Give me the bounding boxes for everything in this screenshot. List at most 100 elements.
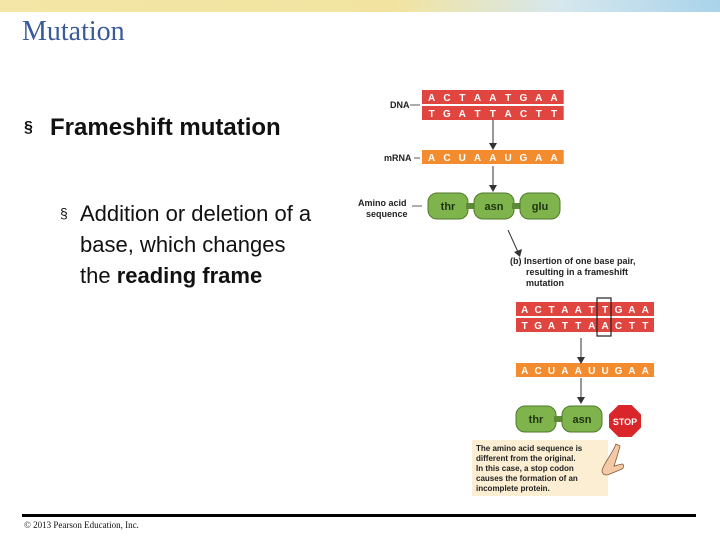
original-amino-label: asn	[485, 201, 504, 213]
original-amino-bead	[519, 192, 561, 220]
arrow-mut-mrna-to-protein-head	[577, 397, 585, 404]
bullet-marker: §	[24, 119, 33, 136]
pointing-hand-icon	[601, 443, 624, 476]
mutated-dna-bottom-base: T	[629, 321, 635, 332]
mutated-dna-bottom-band	[516, 318, 654, 332]
original-dna-bottom-base: A	[459, 109, 466, 120]
original-mrna-band	[422, 150, 564, 164]
mutated-mrna-base: U	[588, 366, 595, 377]
stop-sign-icon	[607, 403, 643, 439]
footer-copyright: © 2013 Pearson Education, Inc.	[24, 520, 139, 530]
original-dna-bottom-base: T	[551, 109, 557, 120]
original-mrna-base: G	[520, 153, 528, 164]
mutated-dna-bottom-base: T	[575, 321, 581, 332]
mutated-dna-top-base: A	[575, 305, 582, 316]
label-amino-2: sequence	[366, 209, 408, 219]
mutated-amino-label: asn	[573, 414, 592, 426]
stop-sign-text: STOP	[613, 417, 637, 427]
original-mrna-base: U	[505, 153, 512, 164]
insertion-label-1: (b) Insertion of one base pair,	[510, 256, 636, 266]
sub-bullet-marker: §	[60, 205, 68, 221]
original-dna-top-base: T	[505, 93, 511, 104]
label-amino-1: Amino acid	[358, 198, 407, 208]
footer-divider	[22, 514, 696, 517]
original-dna-top-base: A	[428, 93, 435, 104]
mutated-dna-top-base: T	[602, 305, 608, 316]
original-dna-bottom-base: T	[536, 109, 542, 120]
mutated-mrna-band	[516, 363, 654, 377]
mutated-mrna-base: A	[628, 366, 635, 377]
mutated-dna-bottom-base: A	[548, 321, 555, 332]
inserted-base-pair-box	[596, 297, 612, 337]
original-mrna-base: A	[428, 153, 435, 164]
original-mrna-base: A	[535, 153, 542, 164]
original-dna-bottom-base: A	[505, 109, 512, 120]
mutated-dna-top-base: T	[589, 305, 595, 316]
slide-title: Mutation	[22, 16, 125, 47]
original-dna-top-base: A	[474, 93, 481, 104]
bullet-frameshift: § Frameshift mutation	[24, 112, 324, 143]
mutated-mrna-base: C	[534, 366, 541, 377]
mutated-mrna-base: A	[521, 366, 528, 377]
insertion-label-3: mutation	[526, 278, 564, 288]
mutated-dna-bottom-base: G	[534, 321, 542, 332]
mutated-mrna-base: U	[601, 366, 608, 377]
original-dna-bottom-base: T	[490, 109, 496, 120]
mutated-mrna-base: G	[615, 366, 623, 377]
arrow-mrna-to-protein-head	[489, 185, 497, 192]
original-dna-bottom-base: T	[429, 109, 435, 120]
mutated-dna-top-base: A	[628, 305, 635, 316]
note-box	[472, 440, 608, 496]
bullet-definition-text: Addition or deletion of a base, which ch…	[60, 198, 320, 291]
note-line-3: In this case, a stop codon	[476, 464, 574, 473]
original-dna-top-base: A	[550, 93, 557, 104]
original-dna-top-band	[422, 90, 564, 104]
original-dna-bottom-base: C	[520, 109, 527, 120]
original-amino-label: glu	[532, 201, 549, 213]
arrow-to-insertion-head	[514, 249, 522, 257]
mutated-dna-top-base: T	[548, 305, 554, 316]
original-amino-bond	[466, 203, 476, 209]
mutated-dna-bottom-base: A	[588, 321, 595, 332]
original-dna-top-base: A	[535, 93, 542, 104]
original-amino-bond	[512, 203, 522, 209]
original-dna-top-base: T	[459, 93, 465, 104]
note-line-4: causes the formation of an	[476, 474, 578, 483]
mutated-dna-top-base: A	[521, 305, 528, 316]
definition-bold: reading frame	[116, 263, 263, 288]
original-dna-bottom-base: G	[443, 109, 451, 120]
mutated-dna-bottom-base: A	[601, 321, 608, 332]
top-gradient-bar	[0, 0, 720, 12]
original-dna-top-base: A	[489, 93, 496, 104]
mutated-dna-top-base: C	[534, 305, 541, 316]
bullet-frameshift-text: Frameshift mutation	[50, 114, 281, 141]
original-mrna-base: C	[443, 153, 450, 164]
mutated-amino-bond	[554, 416, 564, 422]
mutated-dna-top-base: G	[615, 305, 623, 316]
mutated-mrna-base: U	[548, 366, 555, 377]
original-mrna-base: A	[550, 153, 557, 164]
label-mrna: mRNA	[384, 153, 412, 163]
arrow-to-insertion	[507, 229, 519, 253]
original-mrna-base: A	[474, 153, 481, 164]
mutated-dna-bottom-base: T	[642, 321, 648, 332]
mutated-dna-bottom-base: T	[522, 321, 528, 332]
mutated-dna-bottom-base: T	[562, 321, 568, 332]
definition-plain: Addition or deletion of a base, which ch…	[80, 201, 312, 288]
original-mrna-base: A	[489, 153, 496, 164]
note-line-2: different from the original.	[476, 454, 576, 463]
note-line-5: incomplete protein.	[476, 484, 550, 493]
mutated-dna-top-band	[516, 302, 654, 316]
mutated-dna-top-base: A	[561, 305, 568, 316]
mutated-mrna-base: A	[642, 366, 649, 377]
bullet-definition: § Addition or deletion of a base, which …	[60, 198, 320, 291]
label-dna: DNA	[390, 100, 410, 110]
original-mrna-base: U	[459, 153, 466, 164]
